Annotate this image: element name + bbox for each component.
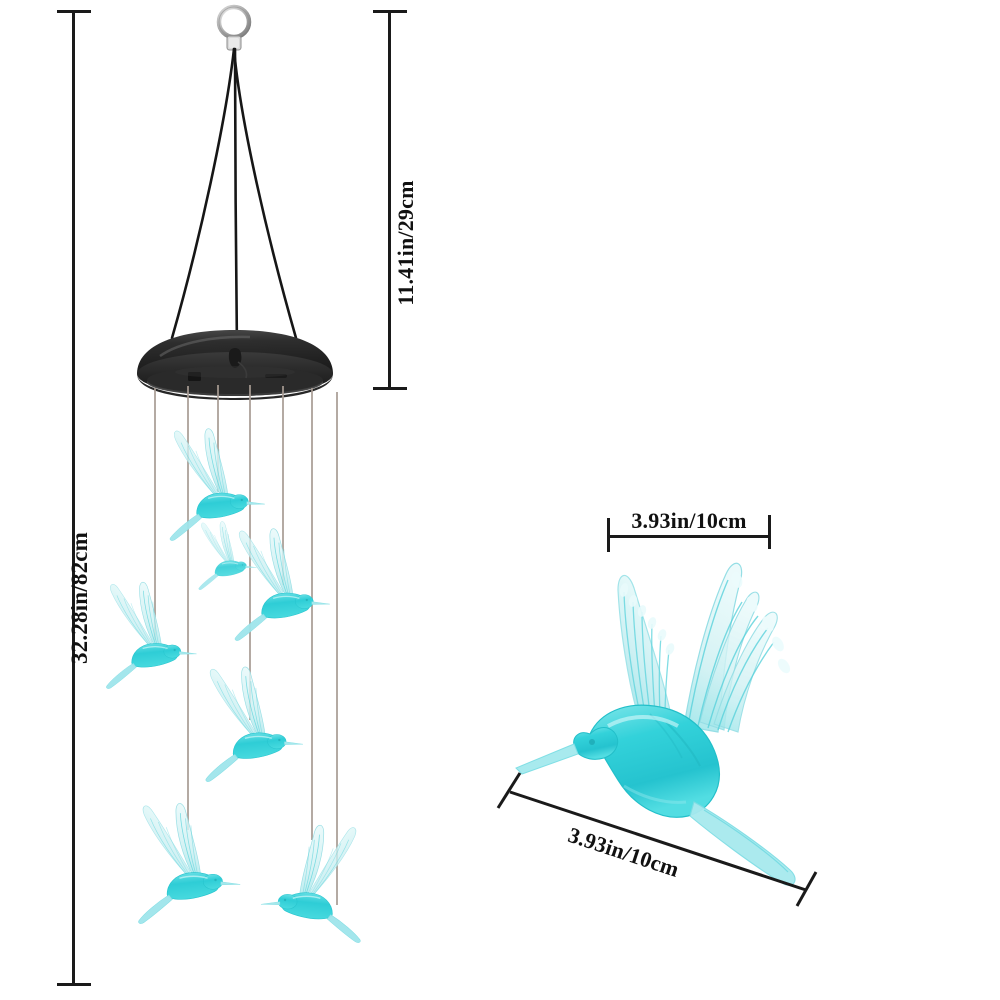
detail-wing-left: [617, 574, 675, 721]
hanger-height-tick-top: [373, 10, 407, 13]
bird-6: [261, 825, 360, 942]
bird-width-label: 3.93in/10cm: [631, 508, 747, 533]
bird-3: [105, 581, 198, 690]
bird-7: [198, 521, 257, 591]
bird-2: [234, 528, 331, 642]
bird-5: [137, 802, 241, 925]
bird-length-tick-right: [795, 871, 818, 907]
total-height-tick-top: [57, 10, 91, 13]
chime-birds: [105, 428, 360, 943]
bird-width-line: [608, 535, 770, 538]
hanger-height-tick-bottom: [373, 387, 407, 390]
bird-width-tick-right: [768, 515, 771, 549]
bird-1: [169, 428, 266, 542]
hanging-ring: [216, 4, 252, 51]
bird-width-tick-left: [607, 518, 610, 552]
hanger-height-line: [388, 10, 391, 390]
bird-length-label: 3.93in/10cm: [565, 822, 683, 882]
detail-hummingbird: [515, 562, 796, 886]
solar-panel-cap: [137, 330, 333, 400]
chime-strings: [154, 385, 338, 905]
bird-length-tick-left: [496, 772, 522, 809]
bird-4: [205, 666, 304, 783]
total-height-line: [72, 10, 75, 986]
hanger-height-label: 11.41in/29cm: [393, 180, 418, 306]
detail-wing-right: [683, 562, 791, 733]
total-height-tick-bottom: [57, 983, 91, 986]
total-height-label: 32.28in/82cm: [67, 531, 92, 665]
hanging-cords: [170, 47, 298, 354]
